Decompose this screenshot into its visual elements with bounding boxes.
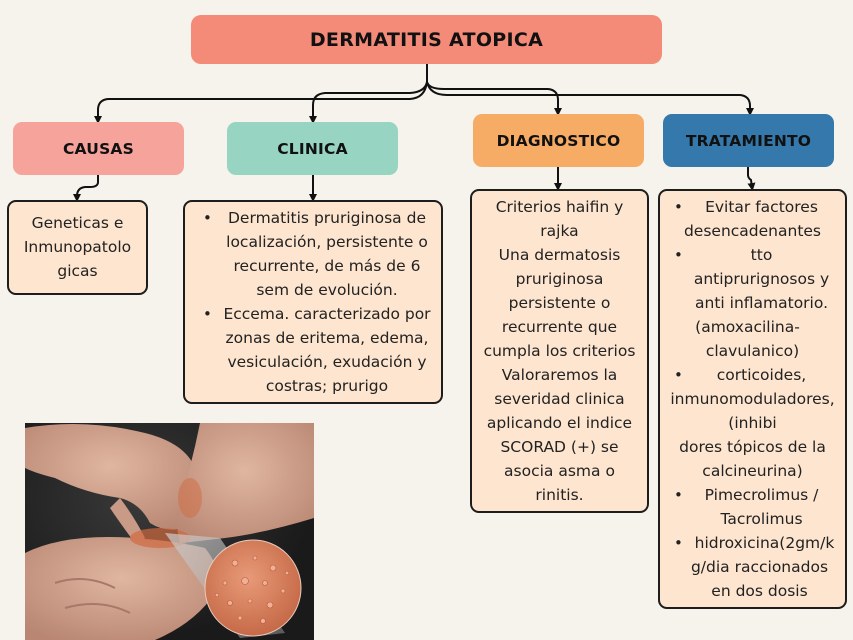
diag-line: aplicando el indice xyxy=(486,414,633,432)
trat-line: desencadenantes xyxy=(683,222,822,240)
clinica-line: vesiculación, exudación y xyxy=(227,353,427,371)
trat-line: •corticoides, xyxy=(660,363,845,387)
trat-line: inmunomoduladores, xyxy=(670,390,835,408)
category-clinica: CLINICA xyxy=(227,122,398,175)
bullet-icon: • xyxy=(203,209,212,227)
diag-line: rajka xyxy=(540,222,579,240)
trat-line: g/dia raccionados xyxy=(690,558,829,576)
diag-line: cumpla los criterios xyxy=(483,342,636,360)
trat-line: •Pimecrolimus / xyxy=(660,483,845,507)
bullet-icon: • xyxy=(674,534,683,552)
diagnostico-content-box: Criterios haifin y rajka Una dermatosis … xyxy=(470,189,649,513)
trat-line: antiprurignosos y xyxy=(693,270,830,288)
bullet-icon: • xyxy=(674,246,683,264)
causas-line: gicas xyxy=(57,262,98,280)
bullet-icon: • xyxy=(674,486,683,504)
clinica-line: Dermatitis pruriginosa de xyxy=(228,209,426,227)
clinica-content-box: • Dermatitis pruriginosa de localización… xyxy=(183,200,443,404)
category-causas: CAUSAS xyxy=(13,122,184,175)
diag-line: SCORAD (+) se xyxy=(500,438,619,456)
clinica-line: recurrente, de más de 6 xyxy=(233,257,421,275)
diag-line: rinitis. xyxy=(535,486,584,504)
clinica-line: Eccema. caracterizado por xyxy=(223,305,431,323)
causas-line: Inmunopatolo xyxy=(23,238,132,256)
bullet-icon: • xyxy=(674,198,683,216)
bullet-icon: • xyxy=(203,305,212,323)
main-title: DERMATITIS ATOPICA xyxy=(191,15,662,64)
diag-line: recurrente que xyxy=(501,318,618,336)
bullet-icon: • xyxy=(674,366,683,384)
trat-line: dores tópicos de la xyxy=(679,438,826,456)
trat-line: •Evitar factores xyxy=(660,195,845,219)
trat-line: •tto xyxy=(660,243,845,267)
trat-line: (amoxacilina- xyxy=(695,318,800,336)
tratamiento-content-box: •Evitar factores desencadenantes •tto an… xyxy=(658,189,847,609)
trat-line: •hidroxicina(2gm/k xyxy=(660,531,845,555)
clinica-bullet-item: • Eccema. caracterizado por zonas de eri… xyxy=(189,302,437,398)
causas-line: Geneticas e xyxy=(31,214,124,232)
diag-line: Una dermatosis xyxy=(498,246,621,264)
category-tratamiento: TRATAMIENTO xyxy=(663,114,834,167)
trat-line: (inhibi xyxy=(728,414,777,432)
clinica-line: zonas de eritema, edema, xyxy=(225,329,429,347)
clinica-line: sem de evolución. xyxy=(256,281,398,299)
clinica-line: costras; prurigo xyxy=(265,377,389,395)
diag-line: Criterios haifin y xyxy=(495,198,624,216)
causas-content-box: Geneticas e Inmunopatolo gicas xyxy=(7,200,148,295)
trat-line: calcineurina) xyxy=(702,462,803,480)
category-diagnostico: DIAGNOSTICO xyxy=(473,114,644,167)
diag-line: Valoraremos la xyxy=(501,366,618,384)
clinica-bullet-item: • Dermatitis pruriginosa de localización… xyxy=(189,206,437,302)
trat-line: anti inflamatorio. xyxy=(695,294,828,312)
diag-line: pruriginosa xyxy=(515,270,604,288)
diag-line: asocia asma o xyxy=(504,462,615,480)
arm-scratching-illustration xyxy=(25,423,314,640)
skin-rash-photo xyxy=(25,423,314,640)
trat-line: Tacrolimus xyxy=(720,510,803,528)
trat-line: en dos dosis xyxy=(711,582,808,600)
diag-line: persistente o xyxy=(508,294,611,312)
clinica-line: localización, persistente o xyxy=(226,233,428,251)
trat-line: clavulanico) xyxy=(705,342,800,360)
diag-line: severidad clinica xyxy=(494,390,625,408)
